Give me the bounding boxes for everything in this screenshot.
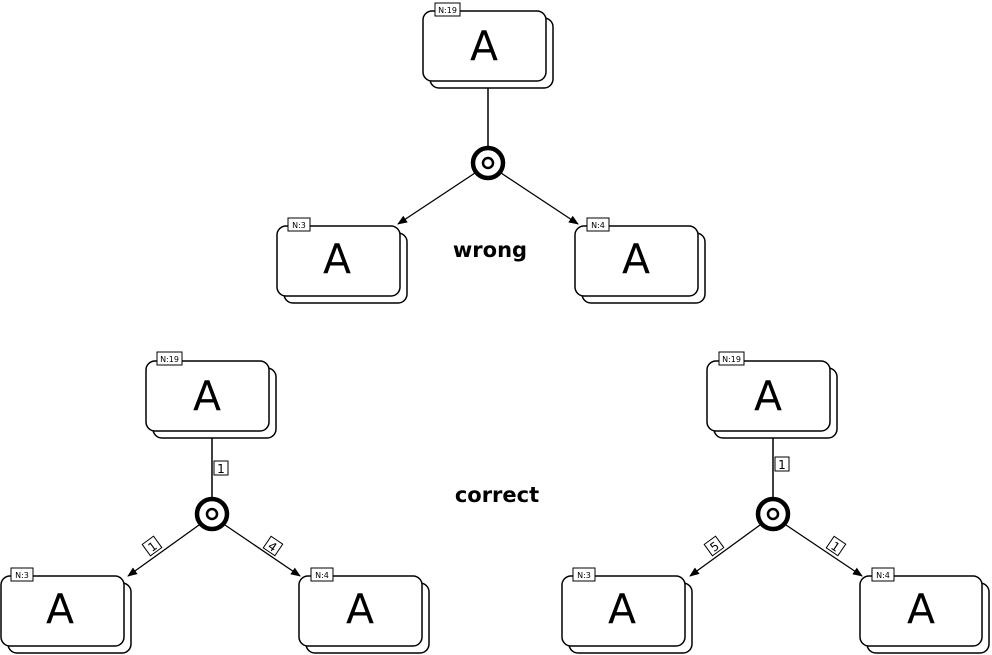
bottom-right-stem-label: 1 [774, 456, 790, 472]
bottom-left-left-node: A N:3 [0, 567, 132, 654]
bottom-right-left-tag: N:3 [577, 571, 591, 580]
bottom-left-left-label: A [46, 585, 74, 633]
bottom-left-left-tag: N:3 [15, 571, 29, 580]
bottom-right-edge-right [785, 524, 863, 577]
top-root-node: A N:19 [422, 2, 554, 89]
bottom-right-root-label: A [754, 372, 782, 420]
bottom-right-right-node: A N:4 [859, 567, 990, 654]
bottom-right-root-tag: N:19 [722, 355, 741, 364]
bottom-right-split-junction [755, 496, 791, 532]
bottom-left-stem-label: 1 [213, 460, 229, 476]
top-split-junction [470, 145, 506, 181]
bottom-right-right-label: A [907, 585, 935, 633]
bottom-right-left-node: A N:3 [561, 567, 693, 654]
bottom-left-stem-weight: 1 [217, 462, 225, 476]
top-root-label: A [470, 22, 498, 70]
top-right-node: A N:4 [574, 217, 706, 304]
bottom-left-edge-right-label: 4 [262, 535, 284, 557]
caption-correct: correct [455, 483, 539, 507]
caption-wrong: wrong [453, 238, 527, 262]
bottom-left-root-node: A N:19 [145, 351, 277, 439]
bottom-right-stem-weight: 1 [778, 458, 786, 472]
top-edge-left [397, 172, 476, 225]
bottom-right-root-node: A N:19 [706, 351, 838, 439]
top-left-node: A N:3 [276, 217, 408, 304]
bottom-right-edge-left-label: 5 [703, 535, 725, 557]
bottom-left-right-label: A [346, 585, 374, 633]
bottom-left-root-label: A [193, 372, 221, 420]
bottom-left-edge-left [127, 524, 200, 577]
bottom-right-right-tag: N:4 [876, 571, 890, 580]
top-diagram: A N:19 A N:3 A N:4 wro [276, 2, 706, 304]
top-left-label: A [323, 235, 351, 283]
top-right-tag: N:4 [591, 221, 605, 230]
bottom-right-edge-right-label: 1 [825, 535, 847, 557]
top-root-tag: N:19 [438, 6, 457, 15]
bottom-left-diagram: A N:19 1 1 4 A N:3 [0, 351, 430, 654]
bottom-left-split-junction [194, 496, 230, 532]
top-right-label: A [622, 235, 650, 283]
bottom-right-left-label: A [608, 585, 636, 633]
bottom-left-edge-left-label: 1 [141, 535, 163, 557]
top-edge-right [500, 172, 579, 225]
bottom-left-edge-right [224, 524, 301, 577]
bottom-right-diagram: A N:19 1 5 1 A N:3 [561, 351, 990, 654]
bottom-left-root-tag: N:19 [160, 355, 179, 364]
bottom-left-right-node: A N:4 [298, 567, 430, 654]
bottom-left-right-tag: N:4 [315, 571, 329, 580]
top-left-tag: N:3 [292, 221, 306, 230]
bottom-right-edge-left [689, 524, 761, 577]
